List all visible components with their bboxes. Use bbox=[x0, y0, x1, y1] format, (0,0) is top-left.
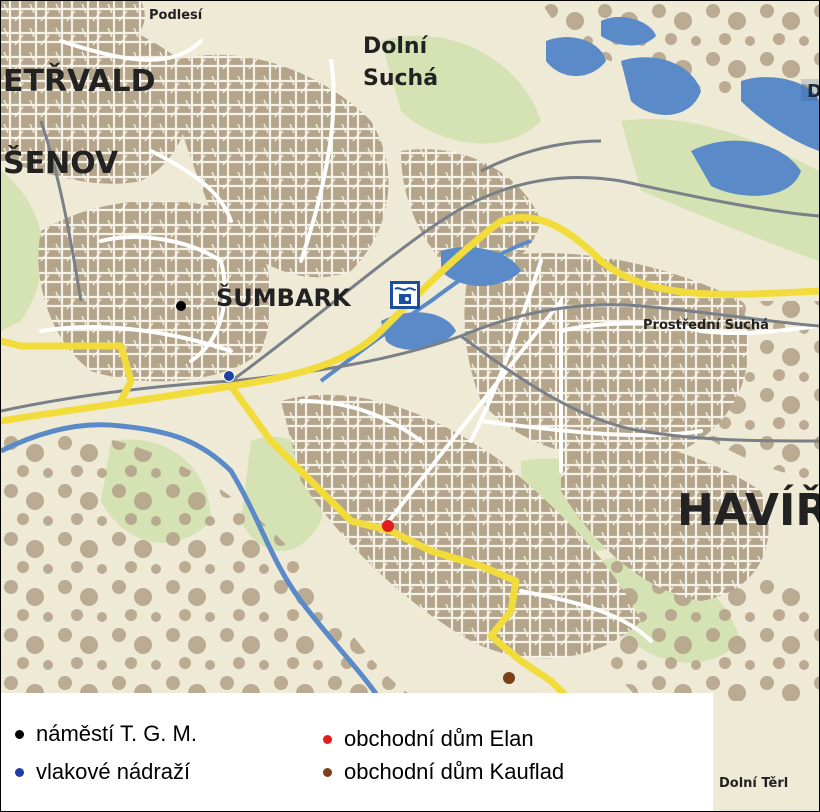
legend-item-kaufland: obchodní dům Kauflad bbox=[323, 759, 564, 785]
place-label-dolni: Dolní bbox=[363, 34, 429, 59]
legend-label: obchodní dům Kauflad bbox=[344, 759, 565, 784]
place-label-sucha: Suchá bbox=[363, 66, 438, 91]
legend-item-elan: obchodní dům Elan bbox=[323, 726, 534, 752]
place-label-edge-letter: D bbox=[807, 81, 819, 102]
built-up-areas bbox=[1, 1, 769, 659]
railway-lines bbox=[1, 120, 819, 443]
blue-dot-icon bbox=[15, 767, 24, 777]
legend-label: vlakové nádraží bbox=[36, 759, 191, 784]
legend-item-namesti: náměstí T. G. M. bbox=[15, 721, 197, 747]
place-label-sumbark: ŠUMBARK bbox=[216, 282, 352, 312]
legend-label: obchodní dům Elan bbox=[344, 726, 534, 751]
place-label-prostredni-sucha: Prostřední Suchá bbox=[643, 318, 769, 333]
black-dot-icon bbox=[15, 729, 24, 739]
place-label-havirov: HAVÍŘ bbox=[677, 483, 819, 536]
brown-dot-icon bbox=[323, 767, 332, 777]
place-label-dolni-terlicko: Dolní Těrl bbox=[719, 776, 788, 791]
red-dot-icon bbox=[323, 734, 332, 744]
water-bodies bbox=[381, 16, 819, 350]
place-label-senov: ŠENOV bbox=[3, 144, 119, 181]
map-edge-sign bbox=[801, 79, 819, 101]
map-legend: náměstí T. G. M. vlakové nádraží obchodn… bbox=[1, 693, 713, 811]
legend-label: náměstí T. G. M. bbox=[36, 721, 197, 746]
swimming-pool-icon[interactable] bbox=[390, 281, 420, 309]
stream bbox=[319, 239, 532, 383]
olse-river bbox=[1, 422, 384, 703]
marker-vlakove-nadrazi[interactable] bbox=[223, 370, 235, 382]
minor-roads bbox=[39, 39, 819, 643]
main-roads bbox=[1, 213, 819, 705]
legend-item-nadrazi: vlakové nádraží bbox=[15, 759, 190, 785]
place-label-podlesi: Podlesí bbox=[149, 8, 204, 23]
marker-od-kaufland[interactable] bbox=[503, 672, 515, 684]
place-label-petrvald: ETŘVALD bbox=[3, 63, 155, 99]
marker-namesti-tgm[interactable] bbox=[176, 301, 186, 311]
marker-od-elan[interactable] bbox=[382, 520, 394, 532]
